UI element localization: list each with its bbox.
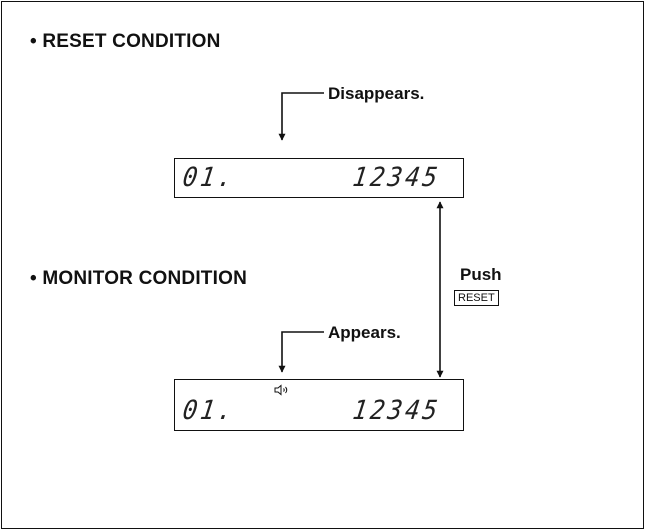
push-label: Push bbox=[460, 265, 502, 284]
monitor-lcd-display: 01. 12345 bbox=[174, 379, 464, 431]
reset-condition-heading: • RESET CONDITION bbox=[30, 31, 221, 52]
disappears-arrow bbox=[278, 92, 324, 141]
monitor-condition-heading: • MONITOR CONDITION bbox=[30, 268, 247, 289]
reset-lcd-display: 01. 12345 bbox=[174, 158, 464, 198]
appears-annotation: Appears. bbox=[328, 323, 401, 342]
appears-arrow bbox=[278, 331, 324, 373]
reset-key: RESET bbox=[454, 290, 499, 306]
speaker-icon bbox=[273, 383, 293, 396]
disappears-annotation: Disappears. bbox=[328, 84, 425, 103]
